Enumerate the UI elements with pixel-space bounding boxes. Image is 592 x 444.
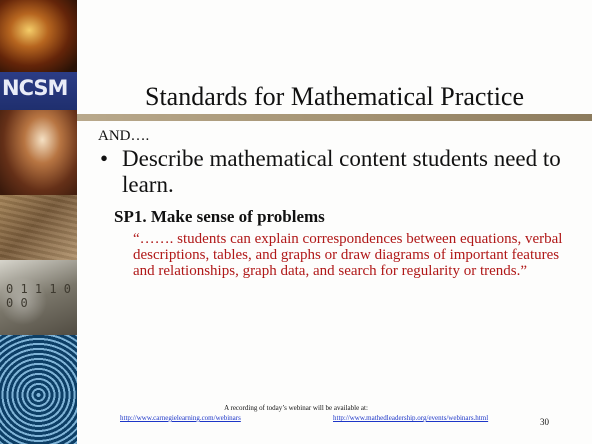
footer-note: A recording of today’s webinar will be a…	[224, 404, 368, 412]
decorative-photo-strip: NCSM 0 1 1 1 0 0 0	[0, 0, 77, 444]
and-label: AND….	[98, 128, 150, 144]
sp1-quote: “……. students can explain correspondence…	[133, 231, 563, 279]
page-number: 30	[540, 417, 549, 427]
bullet-icon: •	[100, 146, 109, 171]
binary-digits: 0 1 1 1 0 0 0	[6, 282, 72, 310]
ncsm-logo: NCSM	[0, 72, 77, 110]
glow-photo-tile	[0, 110, 77, 195]
binary-photo-tile: 0 1 1 1 0 0 0	[0, 260, 77, 335]
slide-title: Standards for Mathematical Practice	[144, 82, 525, 111]
fire-photo-tile	[0, 0, 77, 72]
bullet-text: Describe mathematical content students n…	[122, 146, 561, 197]
globe-photo-tile	[0, 335, 77, 444]
mathedleadership-webinars-link[interactable]: http://www.mathedleadership.org/events/w…	[333, 414, 489, 422]
carnegie-webinars-link[interactable]: http://www.carnegielearning.com/webinars	[120, 414, 241, 422]
title-divider	[77, 114, 592, 121]
texture-photo-tile	[0, 195, 77, 260]
sp1-heading: SP1. Make sense of problems	[114, 207, 325, 226]
ncsm-logo-text: NCSM	[2, 76, 68, 100]
